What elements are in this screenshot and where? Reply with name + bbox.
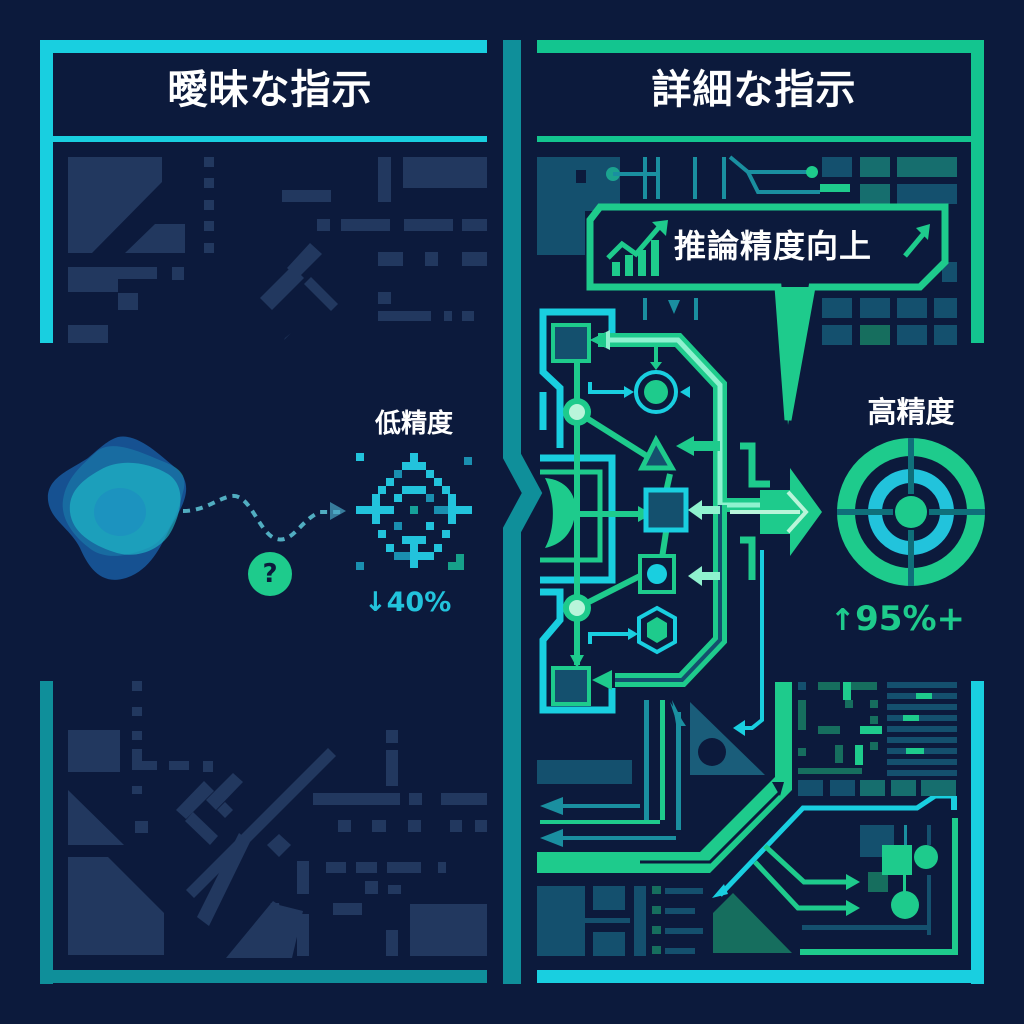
left-panel-title: 曖昧な指示 xyxy=(167,67,373,113)
vague-cloud-icon xyxy=(47,436,187,580)
left-header-frame xyxy=(40,40,487,343)
right-panel-title: 詳細な指示 xyxy=(651,67,857,113)
high-accuracy-label: 高精度 xyxy=(867,395,955,429)
question-mark-text: ? xyxy=(262,559,278,589)
hexagon-node xyxy=(637,605,677,655)
right-bottom-blocks xyxy=(537,682,958,956)
right-bottom-frame xyxy=(537,681,984,984)
arrow-down-icon: ↓ xyxy=(364,587,387,618)
left-bottom-frame xyxy=(40,681,487,984)
callout-box xyxy=(586,203,949,430)
left-top-blocks xyxy=(68,157,487,343)
crescent-node xyxy=(545,478,576,548)
high-accuracy-value: 95%+ xyxy=(855,599,966,639)
trending-up-chart-icon xyxy=(606,220,668,276)
triangle-node xyxy=(637,434,677,471)
left-bottom-blocks xyxy=(68,681,487,958)
bullseye-target-icon xyxy=(837,438,985,586)
right-header-frame xyxy=(537,40,984,343)
low-accuracy-stat: ↓40% xyxy=(364,589,451,616)
arrow-up-icon: ↑ xyxy=(830,603,856,638)
pixel-target-icon xyxy=(356,453,472,570)
circuit-diagram xyxy=(539,308,822,736)
center-square-node xyxy=(643,487,689,533)
right-top-blocks xyxy=(537,155,957,345)
callout-text: 推論精度向上 xyxy=(674,227,873,265)
arrow-up-right-icon xyxy=(903,224,930,258)
high-accuracy-stat: ↑95%+ xyxy=(830,602,965,636)
dashed-path-arrowhead xyxy=(330,502,346,520)
low-accuracy-value: 40% xyxy=(386,587,452,618)
dashed-path xyxy=(182,494,342,542)
circle-node xyxy=(634,370,678,414)
question-badge xyxy=(248,552,292,596)
low-accuracy-label: 低精度 xyxy=(374,409,453,439)
